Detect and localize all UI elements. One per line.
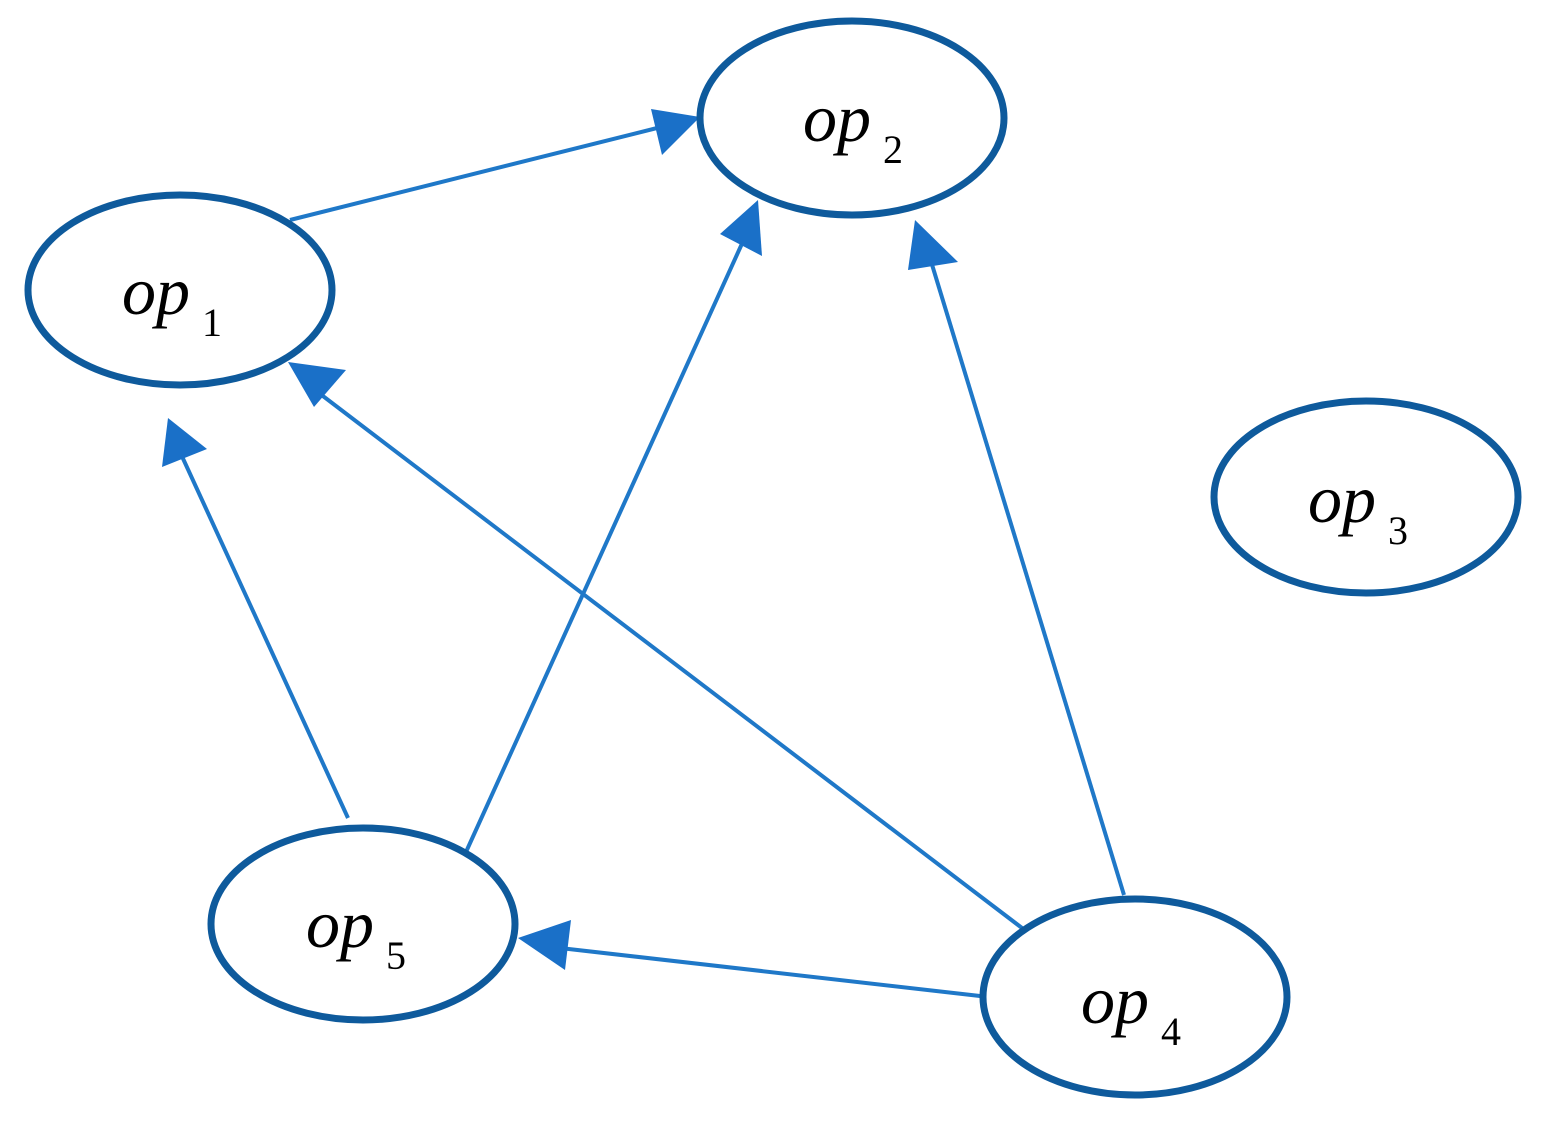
arrowhead-icon xyxy=(288,362,346,407)
arrowhead-icon xyxy=(720,200,762,256)
arrowhead-icon xyxy=(908,220,958,270)
edge-op4-to-op5 xyxy=(518,920,981,998)
edges-layer xyxy=(162,109,1126,998)
arrowhead-icon xyxy=(651,109,700,155)
edge-line xyxy=(559,946,981,998)
node-ellipse xyxy=(979,895,1291,1099)
edge-line xyxy=(313,388,1024,930)
edge-op4-to-op1 xyxy=(288,362,1024,930)
edge-line xyxy=(928,257,1126,896)
edge-op5-to-op2 xyxy=(464,200,762,853)
node-ellipse xyxy=(696,17,1008,219)
node-ellipse xyxy=(24,191,336,389)
edge-op1-to-op2 xyxy=(289,109,700,222)
edge-line xyxy=(289,124,666,222)
node-ellipse xyxy=(207,824,519,1024)
arrowhead-icon xyxy=(162,418,207,467)
edge-op4-to-op2 xyxy=(908,220,1126,896)
edge-line xyxy=(464,236,747,853)
edge-op5-to-op1 xyxy=(162,418,350,819)
edge-line xyxy=(178,451,350,819)
node-ellipse xyxy=(1210,397,1522,597)
arrowhead-icon xyxy=(518,920,571,970)
